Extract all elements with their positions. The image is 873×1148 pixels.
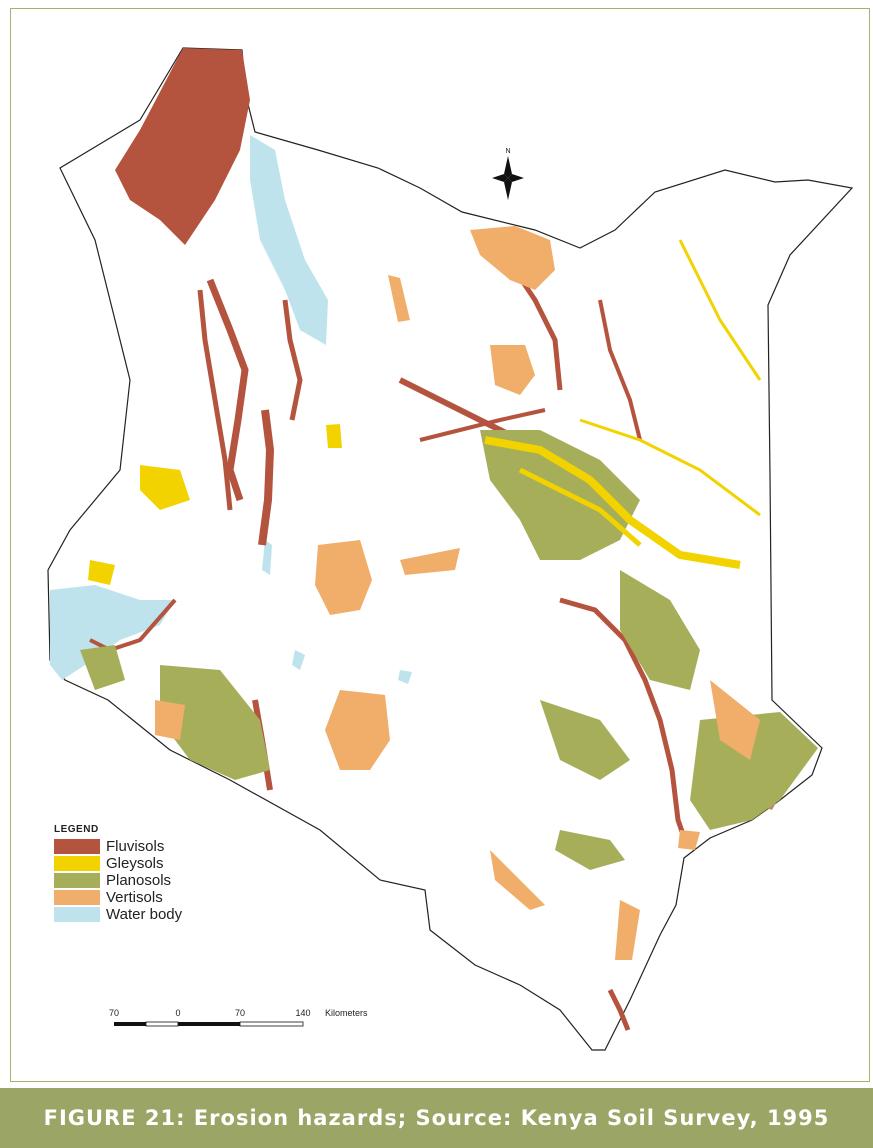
gleysols-east-river bbox=[484, 436, 741, 569]
scale-tick-label: 70 bbox=[109, 1008, 119, 1018]
fluvisols-rift-strip bbox=[258, 409, 275, 546]
water-body-small-lake bbox=[292, 650, 305, 670]
fluvisols-victoria-strip bbox=[89, 598, 177, 653]
vertisols-central-west bbox=[315, 540, 372, 615]
fluvisols-river-kerio bbox=[197, 289, 233, 511]
legend-label: Gleysols bbox=[106, 855, 164, 872]
legend-swatch bbox=[54, 873, 100, 888]
legend: LEGEND Fluvisols Gleysols Planosols Vert… bbox=[54, 824, 182, 923]
legend-item: Water body bbox=[54, 906, 182, 923]
water-body-lake-turkana bbox=[250, 135, 328, 345]
legend-swatch bbox=[54, 839, 100, 854]
fluvisols-north-strip bbox=[282, 299, 303, 421]
vertisols-north-strip bbox=[388, 275, 410, 322]
vertisols-north-central bbox=[490, 345, 535, 395]
gleysols-west bbox=[140, 465, 190, 510]
planosols-east-central bbox=[620, 570, 700, 690]
legend-swatch bbox=[54, 907, 100, 922]
north-arrow-icon: N bbox=[492, 148, 524, 200]
vertisols-central-south bbox=[325, 690, 390, 770]
legend-label: Water body bbox=[106, 906, 183, 923]
legend-item: Fluvisols bbox=[54, 838, 182, 855]
legend-swatch bbox=[54, 856, 100, 871]
legend-title: LEGEND bbox=[54, 824, 99, 835]
legend-swatch bbox=[54, 890, 100, 905]
map-frame bbox=[10, 8, 870, 1082]
planosols-coastal bbox=[690, 712, 818, 830]
scale-bar: 70 0 70 140 Kilometers bbox=[109, 1008, 368, 1027]
legend-label: Planosols bbox=[106, 872, 172, 889]
planosols-south-central bbox=[540, 700, 630, 780]
scale-unit: Kilometers bbox=[325, 1008, 368, 1018]
figure-caption-text: FIGURE 21: Erosion hazards; Source: Keny… bbox=[43, 1106, 830, 1130]
fluvisols-river-west bbox=[206, 278, 249, 502]
scale-tick-label: 140 bbox=[295, 1008, 310, 1018]
vertisols-central-strip bbox=[400, 548, 460, 575]
vertisols-southeast bbox=[490, 850, 545, 910]
vertisols-north bbox=[470, 226, 555, 290]
planosols-south-east bbox=[555, 830, 625, 870]
fluvisols-northwest-block bbox=[115, 48, 250, 245]
legend-items: Fluvisols Gleysols Planosols Vertisols W… bbox=[54, 838, 182, 923]
vertisols-east-strip bbox=[710, 680, 760, 760]
fluvisols-tana-river bbox=[559, 597, 688, 841]
kenya-soil-map: N bbox=[47, 47, 854, 1051]
legend-label: Fluvisols bbox=[106, 838, 165, 855]
vertisols-coastal bbox=[678, 830, 700, 850]
planosols-southwest bbox=[160, 665, 270, 780]
scale-tick-label: 70 bbox=[235, 1008, 245, 1018]
gleysols-northeast-river bbox=[678, 239, 762, 381]
scale-tick-label: 0 bbox=[175, 1008, 180, 1018]
fluvisols-east-river bbox=[598, 299, 642, 441]
north-label: N bbox=[505, 148, 510, 155]
planosols-west bbox=[80, 645, 125, 690]
gleysols-central-spot bbox=[326, 424, 342, 448]
water-body-naivasha bbox=[398, 670, 412, 684]
gleysols-west-small bbox=[88, 560, 115, 585]
figure-caption: FIGURE 21: Erosion hazards; Source: Keny… bbox=[0, 1088, 873, 1148]
fluvisols-coast-strip bbox=[607, 988, 631, 1031]
legend-item: Vertisols bbox=[54, 889, 182, 906]
vertisols-west bbox=[155, 700, 185, 740]
planosols-east-block bbox=[480, 430, 640, 560]
water-body-lake-victoria bbox=[50, 585, 175, 680]
legend-item: Planosols bbox=[54, 872, 182, 889]
fluvisols-central-fan-2 bbox=[419, 408, 546, 442]
gleysols-east-river-2 bbox=[518, 467, 642, 547]
water-body-rift-lake bbox=[262, 540, 272, 575]
legend-item: Gleysols bbox=[54, 855, 182, 872]
legend-label: Vertisols bbox=[106, 889, 163, 906]
vertisols-south bbox=[615, 900, 640, 960]
gleysols-lagh-river bbox=[579, 418, 761, 517]
